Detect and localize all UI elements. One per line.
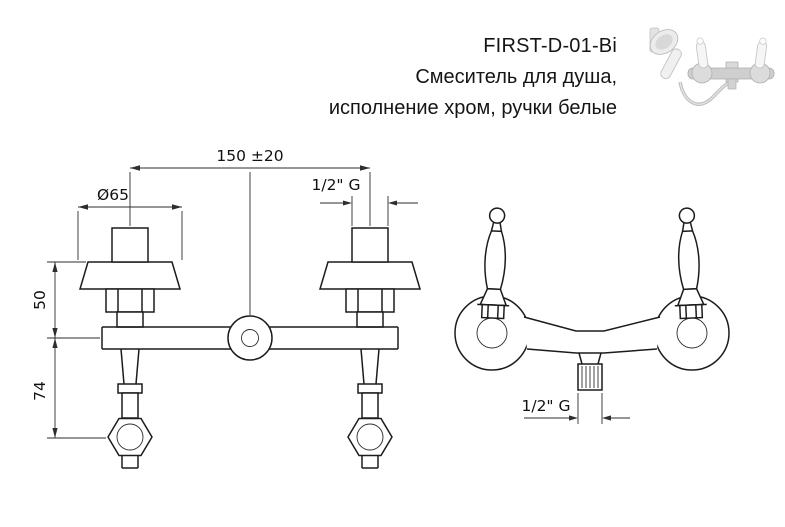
handle-left-lever — [484, 230, 507, 291]
union-nut-right — [347, 417, 393, 457]
dim-height-50: 50 — [31, 261, 100, 339]
dim-thread-top-label: 1/2" G — [311, 176, 360, 194]
lower-leg-right — [347, 348, 393, 469]
escutcheon-right — [318, 261, 422, 290]
mixer-body — [101, 315, 399, 361]
front-view: 150 ±20 Ø65 1/2" G 50 — [31, 147, 422, 469]
dim-height-upper-label: 50 — [31, 290, 49, 310]
dim-thread-bottom-label: 1/2" G — [521, 397, 570, 415]
dim-diameter-65: Ø65 — [77, 186, 183, 260]
union-nut-left — [107, 417, 153, 457]
dim-thread-top: 1/2" G — [311, 176, 418, 226]
hex-nut-right — [345, 288, 395, 313]
inlet-pipe-right — [351, 227, 389, 263]
handle-right-lever — [677, 230, 700, 291]
dim-width-label: 150 ±20 — [216, 147, 283, 165]
inlet-pipe-left — [111, 227, 149, 263]
dim-height-74: 74 — [31, 338, 106, 439]
handle-left — [477, 207, 510, 320]
dim-thread-bottom: 1/2" G — [521, 393, 630, 424]
product-model: FIRST-D-01-Bi — [483, 35, 617, 57]
handle-left-finial — [488, 207, 506, 224]
product-description-line2: исполнение хром, ручки белые — [328, 97, 617, 119]
pipe-right — [356, 311, 384, 328]
mixer-photo-body — [687, 37, 775, 90]
hex-nut-left — [105, 288, 155, 313]
body-center-boss — [227, 315, 273, 361]
shower-hose — [678, 80, 732, 106]
outlet-thread — [577, 352, 603, 391]
dim-height-lower-label: 74 — [31, 381, 49, 401]
escutcheon-left — [78, 261, 182, 290]
product-photo — [649, 27, 775, 106]
side-body-tube — [523, 316, 661, 354]
product-title-block: FIRST-D-01-Bi Смеситель для душа, исполн… — [329, 31, 617, 124]
dim-diameter-label: Ø65 — [97, 186, 129, 204]
handle-right — [674, 207, 707, 320]
pipe-left — [116, 311, 144, 328]
lower-leg-left — [107, 348, 153, 469]
dim-width-150: 150 ±20 — [129, 147, 371, 315]
side-view: 1/2" G — [454, 207, 730, 424]
handle-right-finial — [678, 207, 696, 224]
product-description-line1: Смеситель для душа, — [415, 66, 617, 88]
handshower — [649, 29, 682, 80]
